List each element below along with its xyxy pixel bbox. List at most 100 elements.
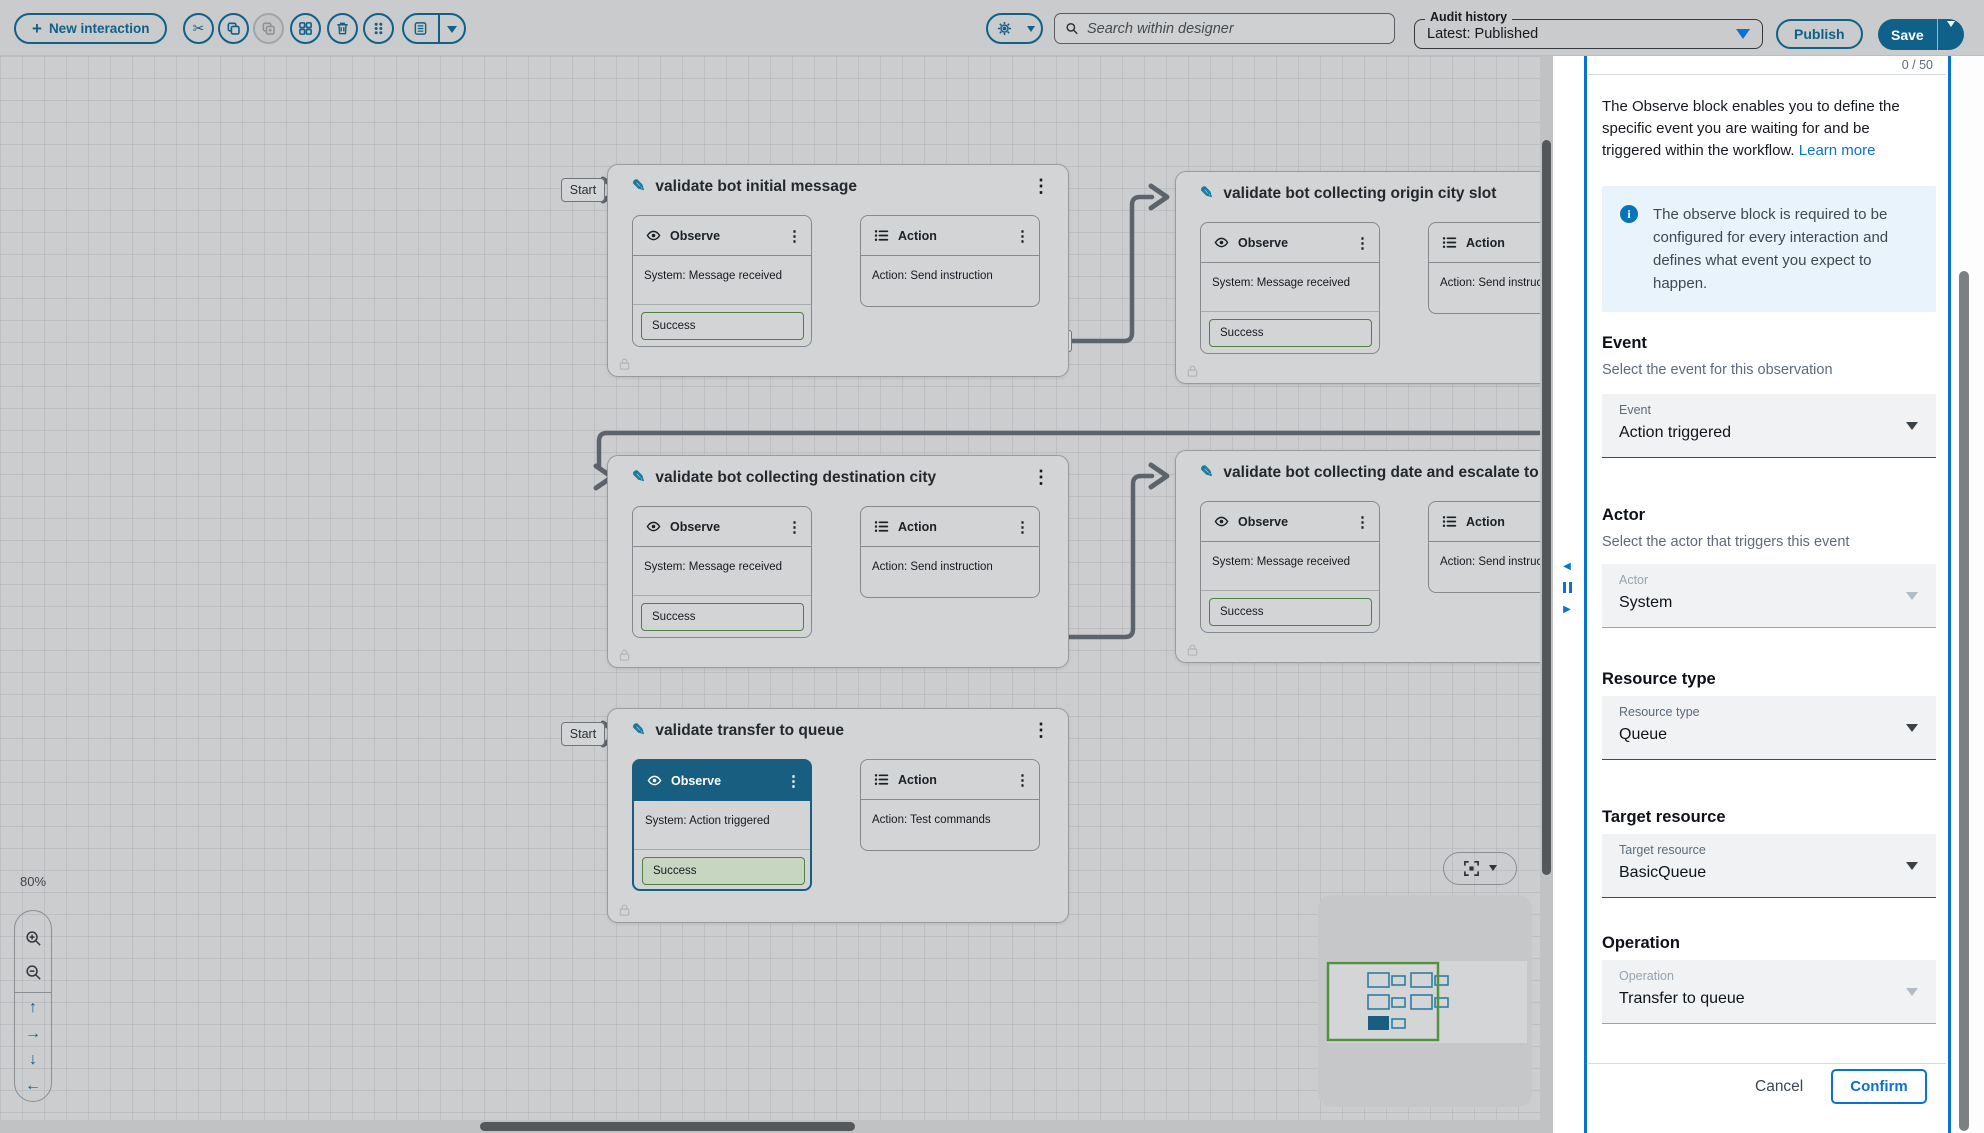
- canvas-hscrollbar-thumb[interactable]: [480, 1122, 855, 1131]
- notes-button[interactable]: [404, 15, 438, 42]
- block-title[interactable]: ✎ validate bot initial message: [632, 178, 857, 195]
- settings-dropdown[interactable]: [1020, 15, 1041, 42]
- zoom-out-button[interactable]: [15, 955, 51, 989]
- minimap[interactable]: [1318, 895, 1532, 1107]
- success-port[interactable]: Success: [642, 857, 805, 885]
- page-scrollbar-track[interactable]: [1956, 56, 1984, 1133]
- delete-button[interactable]: [327, 13, 358, 44]
- kebab-menu-icon[interactable]: ⋮: [1015, 227, 1030, 245]
- kebab-menu-icon[interactable]: ⋮: [1015, 771, 1030, 789]
- panel-collapse-right-button[interactable]: ▶: [1563, 604, 1571, 615]
- action-card[interactable]: Action ⋮ Action: Send instruction: [1428, 501, 1540, 593]
- event-heading: Event: [1602, 334, 1647, 352]
- arrowhead: [1148, 183, 1170, 211]
- interaction-block-origin-city[interactable]: ✎ validate bot collecting origin city sl…: [1175, 171, 1540, 384]
- chevron-down-icon: [1489, 865, 1497, 876]
- interaction-block-initial-message[interactable]: ✎ validate bot initial message ⋮ Observe…: [607, 164, 1069, 377]
- fit-view-button[interactable]: [1443, 852, 1517, 885]
- kebab-menu-icon[interactable]: ⋮: [1032, 720, 1050, 740]
- pan-down-button[interactable]: ↓: [29, 1051, 37, 1068]
- block-title[interactable]: ✎ validate bot collecting date and escal…: [1200, 464, 1539, 481]
- interaction-block-transfer-queue[interactable]: ✎ validate transfer to queue ⋮ Observe ⋮…: [607, 708, 1069, 923]
- save-button[interactable]: Save: [1891, 26, 1924, 43]
- observe-card[interactable]: Observe ⋮ System: Message received Succe…: [632, 506, 812, 638]
- action-card[interactable]: Action ⋮ Action: Send instruction: [860, 506, 1040, 598]
- observe-event-text: System: Message received: [1212, 277, 1351, 289]
- chevron-down-icon: [1906, 988, 1918, 1002]
- list-icon: [874, 774, 889, 785]
- success-port[interactable]: Success: [641, 603, 804, 631]
- chevron-down-icon: [1736, 29, 1750, 46]
- observe-card[interactable]: Observe ⋮ System: Message received Succe…: [632, 215, 812, 347]
- kebab-menu-icon[interactable]: ⋮: [787, 518, 802, 536]
- trash-icon: [337, 22, 348, 35]
- success-port[interactable]: Success: [1209, 319, 1372, 347]
- target-resource-select[interactable]: Target resource BasicQueue: [1602, 834, 1936, 898]
- notes-split-button: [402, 13, 466, 44]
- pan-left-button[interactable]: ←: [25, 1077, 41, 1094]
- panel-pause-button[interactable]: [1559, 582, 1575, 593]
- notes-dropdown[interactable]: [440, 15, 464, 42]
- publish-button[interactable]: Publish: [1776, 19, 1863, 49]
- save-dropdown[interactable]: [1938, 20, 1964, 48]
- interaction-block-date-escalate[interactable]: ✎ validate bot collecting date and escal…: [1175, 450, 1540, 663]
- copy-button[interactable]: [218, 13, 249, 44]
- action-card[interactable]: Action ⋮ Action: Send instruction: [1428, 222, 1540, 314]
- observe-event-text: System: Action triggered: [645, 815, 770, 827]
- new-interaction-button[interactable]: + New interaction: [14, 13, 168, 44]
- block-title[interactable]: ✎ validate bot collecting destination ci…: [632, 469, 937, 486]
- canvas-settings-button[interactable]: [986, 13, 1043, 44]
- drag-handle-button[interactable]: [363, 13, 394, 44]
- operation-select: Operation Transfer to queue: [1602, 960, 1936, 1024]
- cancel-button[interactable]: Cancel: [1755, 1078, 1804, 1095]
- cut-button[interactable]: ✂: [183, 13, 214, 44]
- observe-card-selected[interactable]: Observe ⋮ System: Action triggered Succe…: [632, 759, 812, 891]
- interaction-block-destination-city[interactable]: ✎ validate bot collecting destination ci…: [607, 455, 1069, 668]
- audit-history-select[interactable]: Audit history Latest: Published: [1414, 10, 1763, 49]
- group-button[interactable]: [290, 13, 321, 44]
- kebab-menu-icon[interactable]: ⋮: [1355, 234, 1370, 252]
- success-port[interactable]: Success: [641, 312, 804, 340]
- action-text: Action: Test commands: [872, 814, 991, 826]
- kebab-menu-icon[interactable]: ⋮: [1032, 176, 1050, 196]
- eye-icon: [1214, 237, 1229, 248]
- success-port[interactable]: Success: [1209, 598, 1372, 626]
- designer-canvas[interactable]: Start Start 1 1 ✎ validate bot initial m…: [0, 56, 1540, 1133]
- kebab-menu-icon[interactable]: ⋮: [1355, 513, 1370, 531]
- zoom-in-icon: [25, 930, 41, 946]
- settings-segment[interactable]: [988, 15, 1020, 42]
- page-scrollbar-thumb[interactable]: [1959, 271, 1969, 1131]
- event-select[interactable]: Event Action triggered: [1602, 394, 1936, 458]
- block-title[interactable]: ✎ validate bot collecting origin city sl…: [1200, 185, 1497, 202]
- confirm-button[interactable]: Confirm: [1831, 1069, 1927, 1104]
- list-icon: [1442, 516, 1457, 527]
- observe-card[interactable]: Observe ⋮ System: Message received Succe…: [1200, 501, 1380, 633]
- edit-icon: ✎: [632, 722, 646, 739]
- block-title[interactable]: ✎ validate transfer to queue: [632, 722, 845, 739]
- kebab-menu-icon[interactable]: ⋮: [786, 772, 801, 790]
- panel-expand-left-button[interactable]: ◀: [1563, 561, 1571, 572]
- divider: [633, 595, 811, 596]
- divider: [634, 849, 810, 850]
- action-card[interactable]: Action ⋮ Action: Test commands: [860, 759, 1040, 851]
- learn-more-link[interactable]: Learn more: [1798, 142, 1876, 159]
- resource-type-select[interactable]: Resource type Queue: [1602, 696, 1936, 760]
- fit-view-icon: [1464, 861, 1479, 876]
- canvas-vscrollbar-thumb[interactable]: [1542, 140, 1551, 875]
- zoom-in-button[interactable]: [15, 921, 51, 955]
- canvas-vscrollbar-track[interactable]: [1540, 56, 1553, 1133]
- pan-up-button[interactable]: ↑: [29, 999, 37, 1016]
- scissors-icon: ✂: [192, 20, 205, 36]
- observe-card[interactable]: Observe ⋮ System: Message received Succe…: [1200, 222, 1380, 354]
- chevron-down-icon: [1026, 26, 1035, 37]
- kebab-menu-icon[interactable]: ⋮: [1032, 467, 1050, 487]
- canvas-hscrollbar-track[interactable]: [0, 1120, 1540, 1133]
- action-card[interactable]: Action ⋮ Action: Send instruction: [860, 215, 1040, 307]
- kebab-menu-icon[interactable]: ⋮: [787, 227, 802, 245]
- grip-dots-icon: [374, 22, 383, 35]
- pan-right-button[interactable]: →: [25, 1025, 41, 1042]
- canvas-nav-controls: ↑ → ↓ ←: [14, 910, 52, 1102]
- kebab-menu-icon[interactable]: ⋮: [1015, 518, 1030, 536]
- search-input[interactable]: [1086, 20, 1384, 37]
- paste-button: [253, 13, 284, 44]
